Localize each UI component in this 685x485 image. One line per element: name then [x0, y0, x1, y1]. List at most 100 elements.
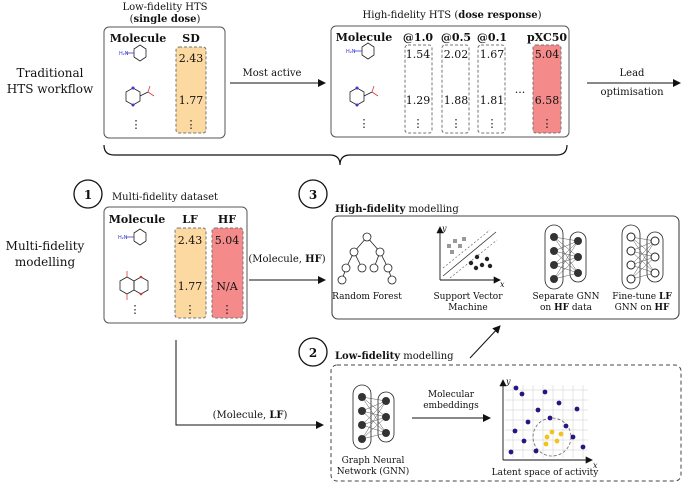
hf-modelling-box: [331, 215, 680, 320]
svg-text:H₂N: H₂N: [346, 49, 356, 55]
mf-hf-value-2: N/A: [216, 280, 238, 293]
separate-gnn-label-2: on HF data: [540, 303, 593, 313]
hf-value: 1.81: [480, 94, 505, 107]
mf-hf-value-1: 5.04: [215, 234, 240, 247]
latent-point: [580, 444, 586, 450]
mf-header-molecule: Molecule: [109, 213, 166, 226]
hf-modelling-title: High-fidelity modelling: [335, 204, 459, 215]
latent-label: Latent space of activity: [492, 468, 600, 478]
step-1-number: 1: [84, 188, 92, 202]
hf-hts-title: High-fidelity HTS (dose response): [363, 10, 542, 21]
lf-hts-header-molecule: Molecule: [110, 32, 167, 45]
pxc50-column: [532, 44, 562, 134]
latent-point: [519, 391, 525, 397]
separate-gnn-label-1: Separate GNN: [532, 292, 599, 302]
vdots: ⋮: [451, 117, 462, 130]
step-1-badge: [73, 179, 103, 209]
arrow-lf-label: (Molecule, LF): [213, 410, 288, 421]
lf-sd-value-2: 1.77: [179, 94, 204, 107]
vdots: ⋮: [542, 117, 553, 130]
sd-column: [175, 46, 207, 134]
svm-label-1: Support Vector: [433, 292, 503, 302]
pxc50-value-1: 5.04: [535, 48, 560, 61]
lead-label-2: optimisation: [600, 87, 664, 98]
dose-column-1: [404, 44, 433, 134]
latent-space-plot: y x: [499, 377, 598, 470]
latent-point: [574, 406, 580, 412]
hf-header-pxc50: pXC50: [527, 31, 567, 44]
svm-label-2: Machine: [448, 303, 487, 313]
mf-lf-vdots: ⋮: [185, 303, 196, 316]
pxc50-value-2: 6.58: [535, 94, 560, 107]
curly-brace: [103, 144, 568, 166]
finetune-gnn-label-2: GNN on HF: [615, 303, 670, 313]
lf-molecule-vdots: ⋮: [131, 118, 142, 131]
lf-hts-subtitle: (single dose): [130, 14, 201, 25]
latent-point: [512, 428, 518, 434]
molecule-icon: [119, 271, 149, 300]
separate-gnn-icon: [544, 224, 587, 290]
latent-point-active: [544, 434, 550, 440]
vdots: ⋮: [359, 117, 370, 130]
latent-point: [570, 434, 576, 440]
mf-dataset-title: Multi-fidelity dataset: [112, 192, 218, 203]
lf-modelling-title: Low-fidelity modelling: [335, 351, 454, 362]
dose-column-3: [477, 44, 506, 134]
molecule-icon: [349, 85, 379, 107]
lf-hts-title: Low-fidelity HTS: [122, 2, 207, 13]
latent-point: [533, 448, 539, 454]
latent-point: [525, 419, 531, 425]
gnn-icon: [352, 384, 395, 450]
arrow-most-active-label: Most active: [243, 68, 302, 79]
svm-y-axis-label: y: [441, 224, 447, 233]
dose-column-2: [441, 44, 470, 134]
molecule-icon: H₂N: [118, 228, 147, 246]
finetune-gnn-icon: [621, 224, 664, 290]
latent-y-axis-label: y: [505, 377, 511, 386]
latent-point: [563, 423, 569, 429]
step-3-badge: [298, 179, 328, 209]
mf-header-lf: LF: [182, 213, 198, 226]
step-2-number: 2: [309, 346, 317, 360]
arrow-hf-label: (Molecule, HF): [248, 254, 325, 265]
svm-x-axis-label: x: [500, 280, 505, 289]
mf-lf-value-2: 1.77: [178, 280, 203, 293]
mf-molecule-vdots: ⋮: [130, 303, 141, 316]
hf-value: 1.29: [406, 94, 431, 107]
traditional-row-label-2: HTS workflow: [7, 82, 94, 96]
latent-x-axis-label: x: [593, 461, 598, 470]
mf-hf-vdots: ⋮: [222, 303, 233, 316]
step-2-badge: [298, 337, 328, 367]
hf-column: [211, 227, 244, 319]
lf-hts-header-sd: SD: [182, 32, 200, 45]
svg-text:H₂N: H₂N: [118, 235, 128, 241]
molecule-icon: [125, 85, 155, 107]
hf-ellipsis: ...: [515, 83, 526, 96]
hf-value: 1.88: [444, 94, 469, 107]
mf-row-label-2: modelling: [15, 255, 76, 269]
svm-icon: y x: [436, 224, 505, 289]
hf-header-dose-2: @0.5: [441, 31, 471, 44]
lf-modelling-box: [330, 364, 682, 482]
hf-header-dose-3: @0.1: [477, 31, 507, 44]
mf-row-label-1: Multi-fidelity: [6, 239, 85, 253]
traditional-row-label-1: Traditional: [16, 66, 83, 80]
hf-value: 2.02: [444, 48, 469, 61]
hf-value: 1.67: [480, 48, 505, 61]
latent-point: [556, 400, 562, 406]
gnn-label-2: Network (GNN): [337, 466, 410, 477]
mf-lf-value-1: 2.43: [178, 234, 203, 247]
embeddings-label-2: embeddings: [423, 401, 479, 411]
molecule-icon: H₂N: [119, 44, 147, 62]
lf-sd-vdots: ⋮: [186, 118, 197, 131]
hf-value: 1.54: [406, 48, 431, 61]
arrow-lf-to-hf: [469, 325, 501, 359]
latent-point: [521, 438, 527, 444]
lf-sd-value-1: 2.43: [179, 52, 204, 65]
random-forest-icon: [337, 232, 397, 285]
svg-text:H₂N: H₂N: [119, 51, 129, 57]
latent-point-active: [558, 431, 564, 437]
vdots: ⋮: [413, 117, 424, 130]
vdots: ⋮: [487, 117, 498, 130]
latent-point-active: [549, 429, 555, 435]
